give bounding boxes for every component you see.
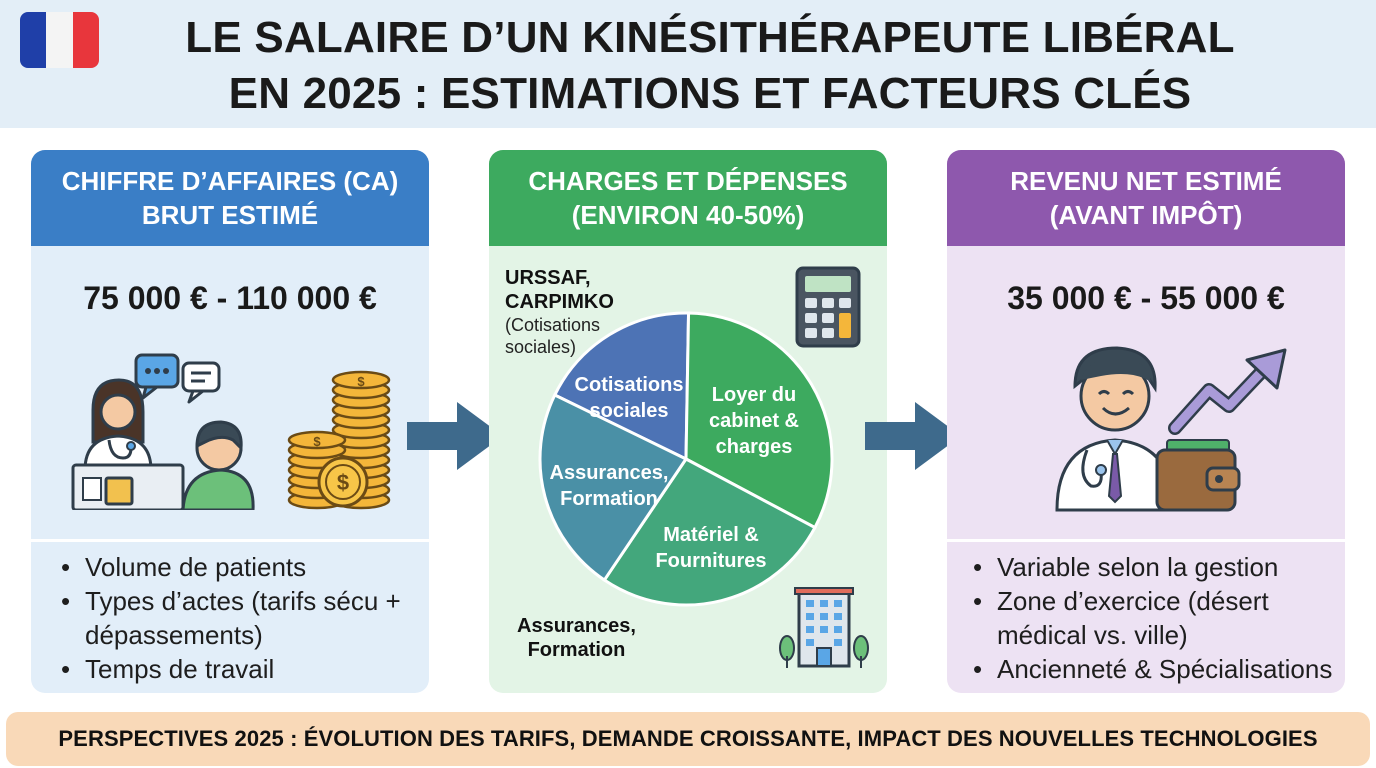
arrow-right-icon bbox=[865, 402, 961, 470]
office-building-icon bbox=[779, 587, 869, 668]
svg-text:$: $ bbox=[357, 374, 365, 389]
pie-label-assurances: Assurances, Formation bbox=[547, 460, 671, 512]
svg-text:$: $ bbox=[337, 470, 349, 495]
footer-text: PERSPECTIVES 2025 : ÉVOLUTION DES TARIFS… bbox=[58, 726, 1318, 751]
card-header-line-2: BRUT ESTIMÉ bbox=[141, 200, 319, 230]
pie-external-label-bottom-line-2: Formation bbox=[527, 639, 626, 661]
card-header-line-2: (ENVIRON 40-50%) bbox=[571, 200, 805, 230]
card-charges: CHARGES ET DÉPENSES (ENVIRON 40-50%) URS… bbox=[489, 150, 887, 693]
pie-label-materiel-line-2: Fournitures bbox=[655, 550, 767, 572]
header-banner: LE SALAIRE D’UN KINÉSITHÉRAPEUTE LIBÉRAL… bbox=[0, 0, 1376, 128]
list-item: Temps de travail bbox=[61, 652, 401, 686]
list-item-continuation-text: médical vs. ville) bbox=[997, 620, 1188, 650]
pie-external-label-top-sub-1: (Cotisations bbox=[505, 315, 601, 335]
card-header-line-1: CHIFFRE D’AFFAIRES (CA) bbox=[61, 166, 399, 196]
list-item-continuation: dépassements) bbox=[61, 618, 401, 652]
wallet-icon bbox=[1155, 439, 1241, 512]
chat-bubbles-icon bbox=[134, 353, 221, 404]
pie-chart bbox=[538, 311, 834, 607]
factor-list: Volume de patients Types d’actes (tarifs… bbox=[61, 550, 401, 686]
pie-external-label-bottom-line-1: Assurances, bbox=[517, 615, 636, 637]
list-item: Ancienneté & Spécialisations bbox=[973, 652, 1332, 686]
pie-slice bbox=[538, 392, 689, 583]
card-revenu-net: REVENU NET ESTIMÉ (AVANT IMPÔT) 35 000 €… bbox=[947, 150, 1345, 693]
amount-range: 75 000 € - 110 000 € bbox=[83, 280, 377, 316]
pie-label-loyer-line-2: cabinet & bbox=[708, 410, 800, 432]
pie-slice bbox=[684, 311, 834, 530]
card-header-line-1: CHARGES ET DÉPENSES bbox=[528, 166, 848, 196]
calculator-icon bbox=[795, 266, 861, 348]
coin-stacks-icon: $ $ $ bbox=[287, 370, 391, 510]
card-header: CHIFFRE D’AFFAIRES (CA) BRUT ESTIMÉ bbox=[31, 150, 429, 246]
practitioner-patient-icon: $ $ $ bbox=[71, 353, 391, 510]
list-item: Variable selon la gestion bbox=[973, 550, 1332, 584]
svg-text:$: $ bbox=[313, 434, 321, 449]
card-header: REVENU NET ESTIMÉ (AVANT IMPÔT) bbox=[947, 150, 1345, 246]
card-header: CHARGES ET DÉPENSES (ENVIRON 40-50%) bbox=[489, 150, 887, 246]
pie-external-label-top-sub-2: sociales) bbox=[505, 337, 577, 357]
trend-up-arrow-icon bbox=[1168, 348, 1287, 435]
arrow-right-icon bbox=[407, 402, 503, 470]
pie-label-loyer-line-3: charges bbox=[715, 436, 793, 458]
page-title: LE SALAIRE D’UN KINÉSITHÉRAPEUTE LIBÉRAL… bbox=[110, 10, 1310, 122]
pie-external-label-top: URSSAF, CARPIMKO (Cotisations sociales) bbox=[505, 266, 614, 358]
pie-label-assurances-line-2: Formation bbox=[560, 488, 658, 510]
pie-label-assurances-line-1: Assurances, bbox=[549, 462, 669, 484]
card-header-line-2: (AVANT IMPÔT) bbox=[1049, 200, 1243, 230]
list-item-continuation-text: dépassements) bbox=[85, 620, 263, 650]
card-header-line-1: REVENU NET ESTIMÉ bbox=[1010, 166, 1282, 196]
pie-slice bbox=[552, 311, 691, 462]
pie-slice bbox=[602, 457, 817, 607]
france-flag-icon bbox=[20, 12, 99, 68]
list-item: Volume de patients bbox=[61, 550, 401, 584]
card-chiffre-affaires: CHIFFRE D’AFFAIRES (CA) BRUT ESTIMÉ 75 0… bbox=[31, 150, 429, 693]
list-item: Types d’actes (tarifs sécu + bbox=[61, 584, 401, 618]
card-divider bbox=[31, 539, 429, 542]
doctor-icon bbox=[1055, 346, 1287, 512]
pie-label-cotisations-line-2: sociales bbox=[589, 400, 669, 422]
amount-range: 35 000 € - 55 000 € bbox=[1007, 280, 1285, 316]
title-line-2: EN 2025 : ESTIMATIONS ET FACTEURS CLÉS bbox=[228, 69, 1192, 118]
title-line-1: LE SALAIRE D’UN KINÉSITHÉRAPEUTE LIBÉRAL bbox=[185, 13, 1235, 62]
pie-label-materiel: Matériel & Fournitures bbox=[649, 522, 773, 574]
pie-label-materiel-line-1: Matériel & bbox=[663, 524, 759, 546]
pie-external-label-top-line-2: CARPIMKO bbox=[505, 291, 614, 313]
factor-list: Variable selon la gestion Zone d’exercic… bbox=[973, 550, 1332, 686]
pie-label-cotisations-line-1: Cotisations bbox=[574, 374, 684, 396]
pie-external-label-top-line-1: URSSAF, bbox=[505, 267, 591, 289]
pie-label-loyer-line-1: Loyer du bbox=[711, 384, 797, 406]
card-divider bbox=[947, 539, 1345, 542]
pie-label-loyer: Loyer du cabinet & charges bbox=[699, 382, 809, 460]
dollar-coin-icon: $ bbox=[317, 456, 369, 508]
list-item: Zone d’exercice (désert bbox=[973, 584, 1332, 618]
list-item-continuation: médical vs. ville) bbox=[973, 618, 1332, 652]
pie-external-label-bottom: Assurances, Formation bbox=[517, 614, 636, 662]
footer-banner: PERSPECTIVES 2025 : ÉVOLUTION DES TARIFS… bbox=[6, 712, 1370, 766]
pie-label-cotisations: Cotisations sociales bbox=[567, 372, 691, 424]
